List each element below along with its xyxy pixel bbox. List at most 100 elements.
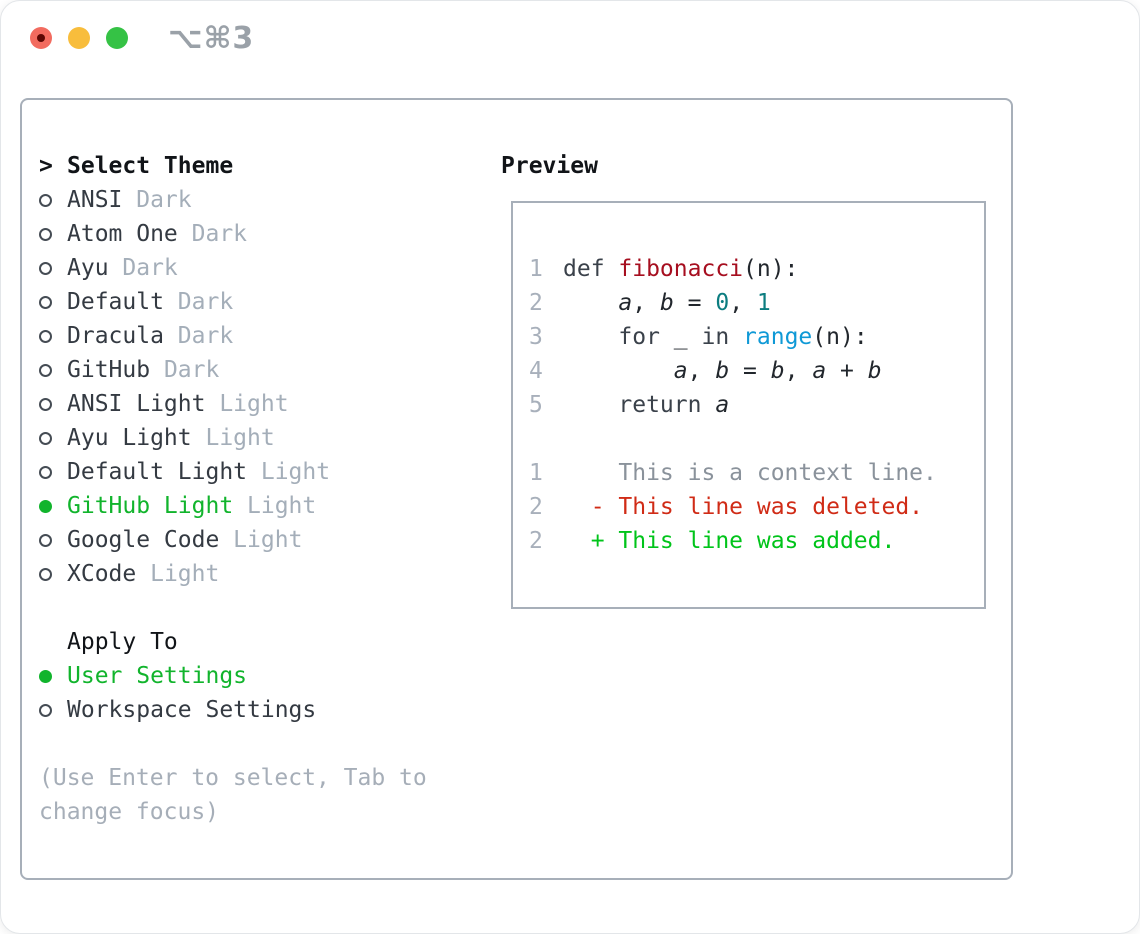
theme-name: Ayu [67,255,109,281]
theme-variant-tag: Dark [150,357,220,383]
token-kw: def [563,256,619,282]
minimize-button[interactable] [68,27,90,49]
line-number: 1 [529,460,543,486]
token-pl: _ [659,324,702,350]
apply-option[interactable]: Workspace Settings [39,693,501,727]
radio-icon [39,261,52,275]
theme-name: Dracula [67,323,164,349]
select-theme-header: >Select Theme [39,149,501,183]
theme-option[interactable]: GitHub Light Light [39,489,501,523]
theme-variant-tag: Light [191,425,275,451]
line-number: 2 [529,494,543,520]
token-pl [563,392,618,418]
line-number: 5 [529,392,543,418]
theme-variant-tag: Dark [163,289,234,315]
radio-wrap [39,193,67,207]
theme-name: Default [67,289,164,315]
theme-option[interactable]: Atom One Dark [39,217,501,251]
token-pl [729,324,743,350]
token-ctx: This is a context line. [563,460,937,486]
token-pl: + [826,358,868,384]
theme-variant-tag: Light [219,527,303,553]
apply-to-header: Apply To [39,625,501,659]
theme-variant-tag: Light [205,391,289,417]
radio-icon [39,533,52,547]
radio-wrap [39,703,67,717]
radio-icon [39,465,52,479]
theme-name: ANSI Light [67,391,206,417]
preview-line: 2 a, b = 0, 1 [529,286,984,320]
theme-option[interactable]: Google Code Light [39,523,501,557]
section-gap [39,591,501,625]
theme-option[interactable]: Ayu Light Light [39,421,501,455]
theme-name: GitHub [67,357,151,383]
radio-wrap [39,295,67,309]
radio-icon [39,295,52,309]
token-del: - This line was deleted. [563,494,924,520]
line-content: for _ in range(n): [563,320,867,354]
line-content: This is a context line. [563,456,937,490]
line-content: def fibonacci(n): [563,252,798,286]
token-pl [701,392,715,418]
line-number: 2 [529,290,543,316]
theme-variant-tag: Dark [108,255,178,281]
radio-wrap [39,363,67,377]
token-pl: = [673,290,716,316]
radio-selected-icon [39,499,52,513]
theme-name: Ayu Light [67,425,192,451]
token-var: a [715,392,730,418]
zoom-button[interactable] [106,27,128,49]
preview-line: 2 - This line was deleted. [529,490,984,524]
close-button[interactable] [30,27,52,49]
theme-name: Default Light [67,459,248,485]
line-number: 4 [529,358,543,384]
title-bar: ⌥⌘3 [1,1,1139,75]
apply-option-label: Workspace Settings [67,697,317,723]
token-var: b [715,358,730,384]
radio-wrap [39,499,67,513]
theme-variant-tag: Dark [163,323,234,349]
theme-option[interactable]: XCode Light [39,557,501,591]
theme-option[interactable]: Default Light Light [39,455,501,489]
theme-name: Google Code [67,527,220,553]
token-var: b [770,358,785,384]
radio-icon [39,363,52,377]
radio-wrap [39,567,67,581]
token-pl [563,358,674,384]
line-number: 2 [529,528,543,554]
token-var: b [867,358,882,384]
radio-wrap [39,227,67,241]
token-pl [563,324,618,350]
theme-option[interactable]: Ayu Dark [39,251,501,285]
token-var: a [812,358,827,384]
line-content: + This line was added. [563,524,896,558]
theme-name: Atom One [67,221,178,247]
token-pl: = [729,358,771,384]
line-content: a, b = 0, 1 [563,286,770,320]
theme-option[interactable]: Dracula Dark [39,319,501,353]
line-number: 3 [529,324,543,350]
radio-icon [39,703,52,717]
window-title: ⌥⌘3 [168,20,255,56]
token-num: 0 [715,290,730,316]
line-content: a, b = b, a + b [563,354,882,388]
theme-variant-tag: Dark [122,187,192,213]
selection-caret: > [39,153,53,179]
preview-line: 2 + This line was added. [529,524,984,558]
token-pl: , [687,358,716,384]
theme-option[interactable]: ANSI Light Light [39,387,501,421]
token-call: range [743,324,813,350]
radio-icon [39,567,52,581]
theme-option[interactable]: Default Dark [39,285,501,319]
apply-option[interactable]: User Settings [39,659,501,693]
theme-option[interactable]: GitHub Dark [39,353,501,387]
token-pl: , [784,358,813,384]
theme-variant-tag: Light [136,561,220,587]
theme-option[interactable]: ANSI Dark [39,183,501,217]
